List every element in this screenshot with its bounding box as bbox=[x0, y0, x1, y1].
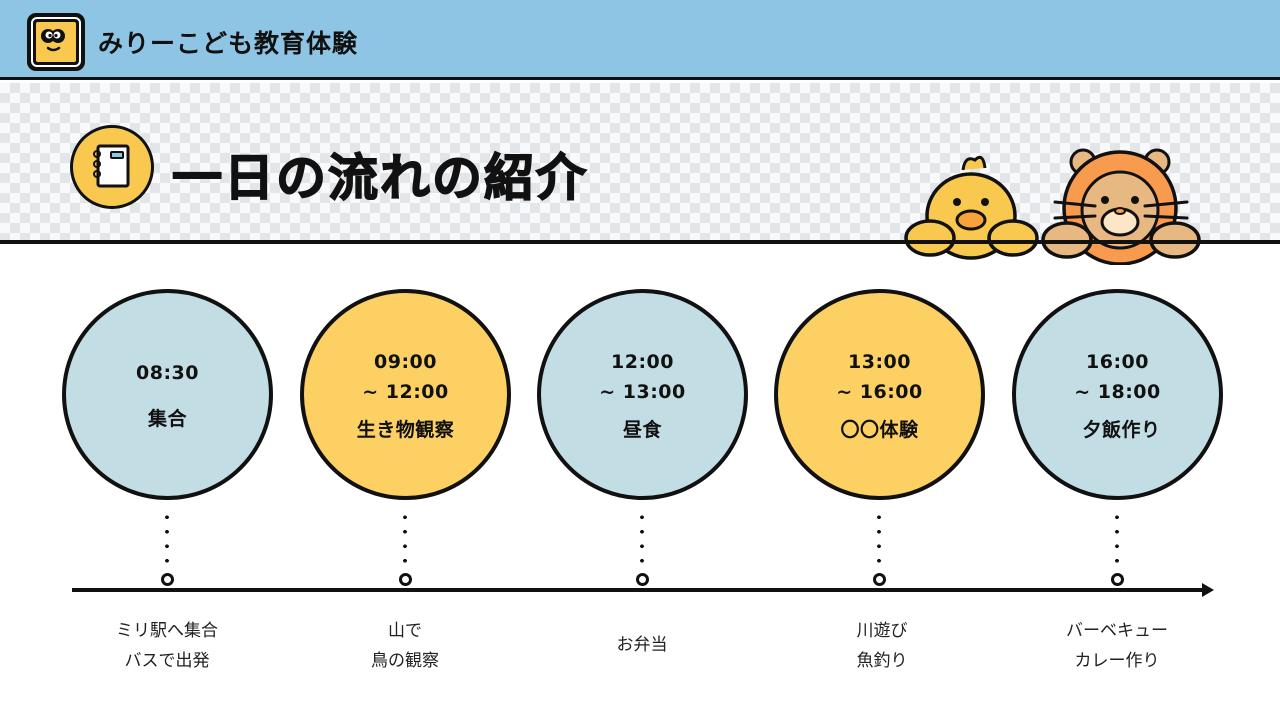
step-circle-3: 12:00 ~ 13:00 昼食 bbox=[537, 289, 748, 500]
timeline-node bbox=[399, 573, 412, 586]
step-time-end: ~ 16:00 bbox=[836, 381, 923, 403]
caption-line: バスで出発 bbox=[124, 651, 210, 671]
step-activity: 生き物観察 bbox=[356, 419, 455, 441]
smiley-face-logo-icon bbox=[27, 13, 85, 71]
step-circle-2: 09:00 ~ 12:00 生き物観察 bbox=[300, 289, 511, 500]
step-time-start: 08:30 bbox=[136, 362, 199, 384]
step-caption-4: 川遊び 魚釣り bbox=[782, 616, 982, 676]
lion-mascot-icon bbox=[1041, 148, 1201, 266]
step-caption-2: 山で 鳥の観察 bbox=[305, 616, 505, 676]
caption-line: 山で bbox=[388, 621, 422, 641]
timeline-node bbox=[636, 573, 649, 586]
timeline-node bbox=[161, 573, 174, 586]
caption-line: バーベキュー bbox=[1066, 621, 1168, 641]
dotted-connector bbox=[403, 510, 407, 570]
section-divider bbox=[0, 240, 1280, 244]
caption-line: ミリ駅へ集合 bbox=[116, 621, 218, 641]
step-caption-1: ミリ駅へ集合 バスで出発 bbox=[67, 616, 267, 676]
step-time-start: 13:00 bbox=[848, 351, 911, 373]
step-time-end: ~ 13:00 bbox=[599, 381, 686, 403]
step-circle-5: 16:00 ~ 18:00 夕飯作り bbox=[1012, 289, 1223, 500]
caption-line: 魚釣り bbox=[856, 651, 908, 671]
step-circle-4: 13:00 ~ 16:00 〇〇体験 bbox=[774, 289, 985, 500]
caption-line: 川遊び bbox=[856, 621, 908, 641]
timeline-node bbox=[1111, 573, 1124, 586]
chick-mascot-icon bbox=[904, 155, 1039, 260]
step-time-end: ~ 12:00 bbox=[362, 381, 449, 403]
timeline-axis bbox=[72, 588, 1206, 592]
timeline-node bbox=[873, 573, 886, 586]
step-time-start: 12:00 bbox=[611, 351, 674, 373]
app-title: みりーこども教育体験 bbox=[98, 29, 359, 58]
step-time-start: 09:00 bbox=[374, 351, 437, 373]
step-caption-3: お弁当 bbox=[542, 630, 742, 660]
notebook-icon bbox=[70, 125, 154, 209]
dotted-connector bbox=[877, 510, 881, 570]
dotted-connector bbox=[640, 510, 644, 570]
step-activity: 集合 bbox=[147, 408, 187, 430]
step-caption-5: バーベキュー カレー作り bbox=[1017, 616, 1217, 676]
dotted-connector bbox=[165, 510, 169, 570]
step-activity: 昼食 bbox=[622, 419, 662, 441]
header-bar: みりーこども教育体験 bbox=[0, 0, 1280, 80]
step-circle-1: 08:30 集合 bbox=[62, 289, 273, 500]
step-activity: 夕飯作り bbox=[1082, 419, 1161, 441]
caption-line: お弁当 bbox=[616, 635, 668, 655]
mascots bbox=[895, 140, 1215, 266]
caption-line: カレー作り bbox=[1074, 651, 1160, 671]
step-time-start: 16:00 bbox=[1086, 351, 1149, 373]
step-activity: 〇〇体験 bbox=[840, 419, 919, 441]
step-time-end: ~ 18:00 bbox=[1074, 381, 1161, 403]
dotted-connector bbox=[1115, 510, 1119, 570]
page-title: 一日の流れの紹介 bbox=[171, 148, 588, 208]
caption-line: 鳥の観察 bbox=[371, 651, 439, 671]
arrow-right-icon bbox=[1202, 583, 1214, 597]
